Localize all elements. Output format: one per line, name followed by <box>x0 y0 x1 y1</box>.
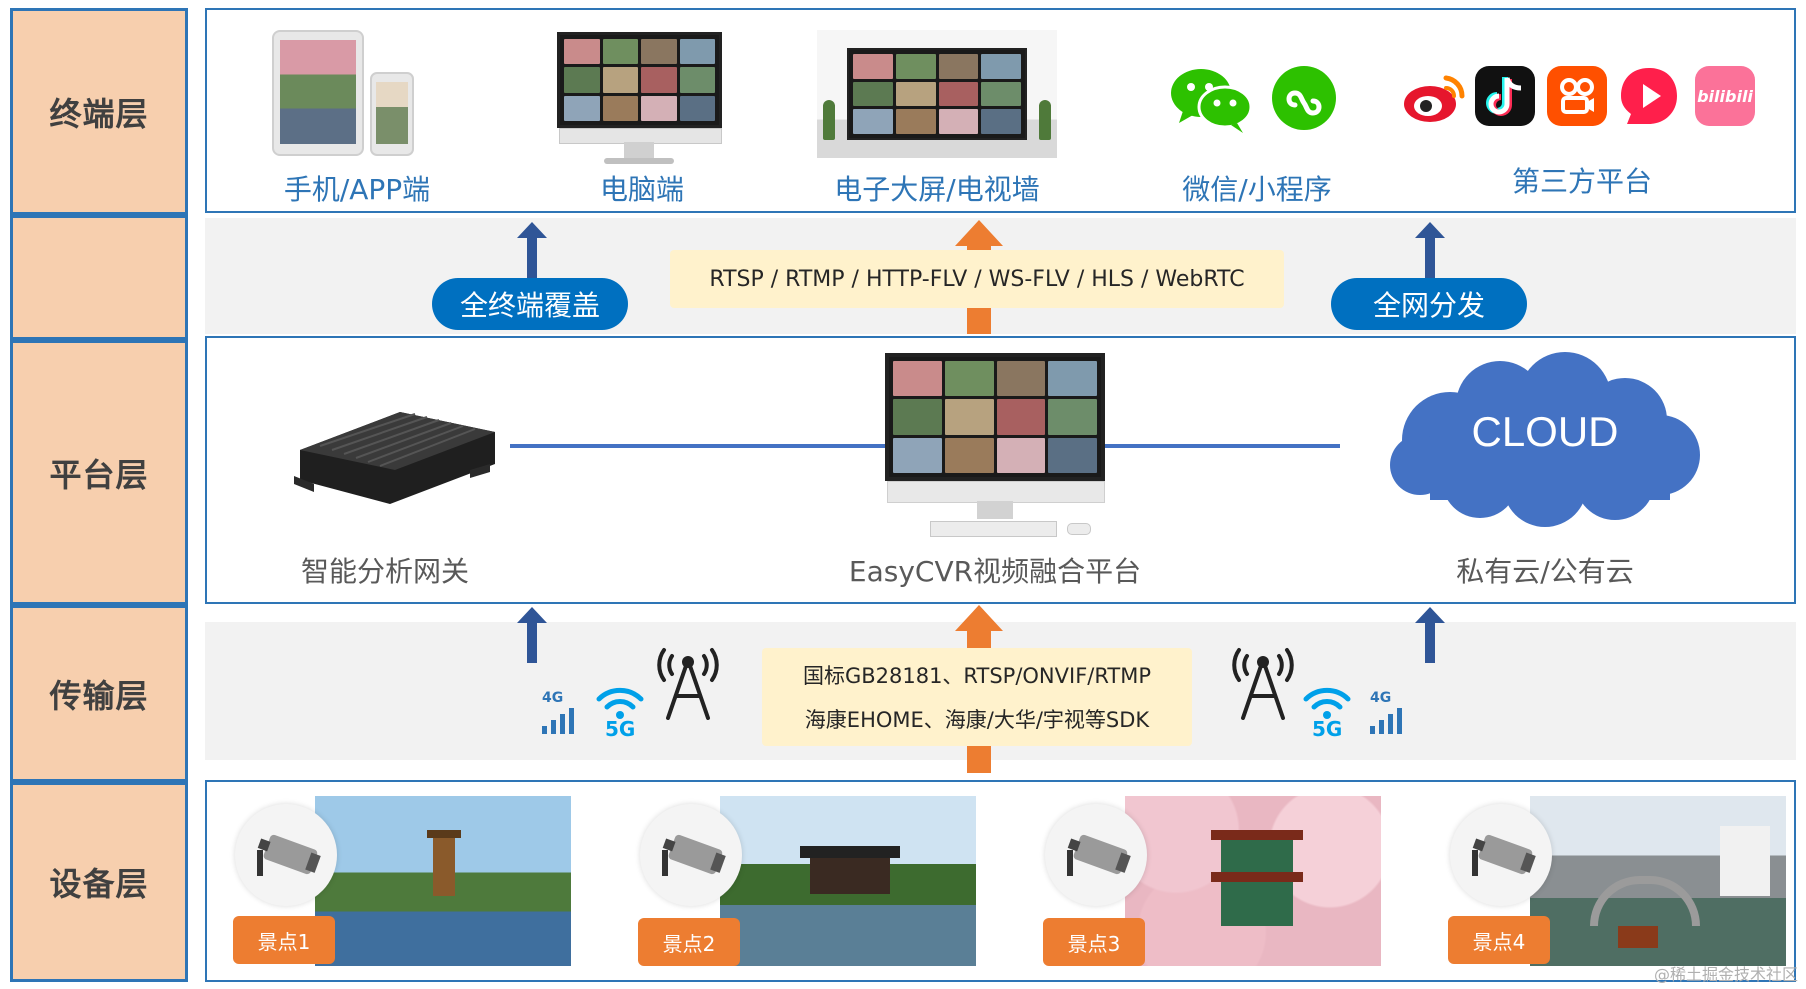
phone-icon <box>370 72 414 156</box>
platform-monitor-icon <box>885 353 1105 539</box>
signal-bars-icon <box>542 708 574 734</box>
video-play-icon <box>1617 64 1681 128</box>
terminal-item-pc: 电脑端 <box>599 173 684 206</box>
arrow-up-right-top <box>1415 222 1445 278</box>
antenna-tower-right-icon <box>1232 648 1294 720</box>
spot1-tag: 景点1 <box>233 916 335 964</box>
arrow-up-right-bottom <box>1415 607 1445 663</box>
tablet-icon <box>272 30 364 156</box>
douyin-icon <box>1475 66 1535 126</box>
wifi-icon <box>596 687 644 719</box>
spot4-photo <box>1530 796 1786 966</box>
signal-bars-icon <box>1370 708 1402 734</box>
platform-label: EasyCVR视频融合平台 <box>848 555 1142 588</box>
watermark: @稀土掘金技术社区 <box>1653 965 1798 984</box>
spot4-camera-icon <box>1450 804 1552 906</box>
output-protocols-box: RTSP / RTMP / HTTP-FLV / WS-FLV / HLS / … <box>670 250 1284 308</box>
wechat-icon <box>1169 65 1253 135</box>
layer-transport: 传输层 <box>10 605 188 782</box>
layer-empty <box>10 215 188 340</box>
terminal-item-mobile: 手机/APP端 <box>283 173 431 206</box>
badge-5g-right: 5G <box>1312 717 1343 741</box>
terminal-row: 手机/APP端 电脑端 电子大屏/电视墙 <box>205 8 1796 213</box>
spot1-camera-icon <box>235 804 337 906</box>
spot3-camera-icon <box>1045 804 1147 906</box>
badge-4g-right: 4G <box>1370 690 1392 706</box>
spot4-tag: 景点4 <box>1448 916 1550 964</box>
network-distribution-badge: 全网分发 <box>1331 278 1527 330</box>
network-distribution-text: 全网分发 <box>1372 289 1485 322</box>
layer-device: 设备层 <box>10 782 188 982</box>
bilibili-icon: bilibili <box>1695 66 1755 126</box>
terminal-item-video-wall: 电子大屏/电视墙 <box>834 173 1040 206</box>
signal-5g-right: 5G <box>1302 685 1358 741</box>
spot2-tag: 景点2 <box>638 918 740 966</box>
signal-4g-left: 4G <box>540 690 590 736</box>
spot2-photo <box>720 796 976 966</box>
weibo-icon <box>1402 68 1468 128</box>
spot3-photo <box>1125 796 1381 966</box>
signal-5g-left: 5G <box>595 685 651 741</box>
video-wall-image <box>817 30 1057 158</box>
mini-program-icon <box>1271 65 1337 131</box>
tablet-phone-image <box>267 30 417 160</box>
terminal-item-wechat: 微信/小程序 <box>1182 173 1332 206</box>
layer-transport-label: 传输层 <box>49 676 149 715</box>
full-terminal-coverage-text: 全终端覆盖 <box>459 289 600 322</box>
wifi-icon <box>1303 687 1351 719</box>
desktop-monitor-icon <box>557 32 722 167</box>
signal-4g-right: 4G <box>1368 690 1418 736</box>
input-protocols-box: 国标GB28181、RTSP/ONVIF/RTMP 海康EHOME、海康/大华/… <box>762 648 1192 746</box>
arrow-up-left-top <box>517 222 547 278</box>
layer-device-label: 设备层 <box>49 865 149 903</box>
cloud-icon <box>1390 352 1700 527</box>
gateway-device-image <box>294 412 495 504</box>
input-protocols-line1: 国标GB28181、RTSP/ONVIF/RTMP <box>802 664 1152 688</box>
layer-terminal-label: 终端层 <box>49 94 149 133</box>
cloud-text: CLOUD <box>1471 408 1619 455</box>
layer-platform-label: 平台层 <box>49 455 149 494</box>
output-protocols-text: RTSP / RTMP / HTTP-FLV / WS-FLV / HLS / … <box>709 266 1245 292</box>
kuaishou-icon <box>1547 66 1607 126</box>
arrow-up-left-bottom <box>517 607 547 663</box>
cloud-label: 私有云/公有云 <box>1456 555 1634 588</box>
gateway-label: 智能分析网关 <box>300 555 469 588</box>
spot1-photo <box>315 796 571 966</box>
antenna-tower-left-icon <box>657 648 719 720</box>
spot3-tag: 景点3 <box>1043 918 1145 966</box>
spot2-camera-icon <box>640 804 742 906</box>
layer-terminal: 终端层 <box>10 8 188 215</box>
terminal-item-third-party: 第三方平台 <box>1511 165 1652 198</box>
layer-platform: 平台层 <box>10 340 188 605</box>
full-terminal-coverage-badge: 全终端覆盖 <box>432 278 628 330</box>
badge-5g-left: 5G <box>605 717 636 741</box>
input-protocols-line2: 海康EHOME、海康/大华/宇视等SDK <box>804 708 1150 732</box>
badge-4g-left: 4G <box>542 690 564 706</box>
